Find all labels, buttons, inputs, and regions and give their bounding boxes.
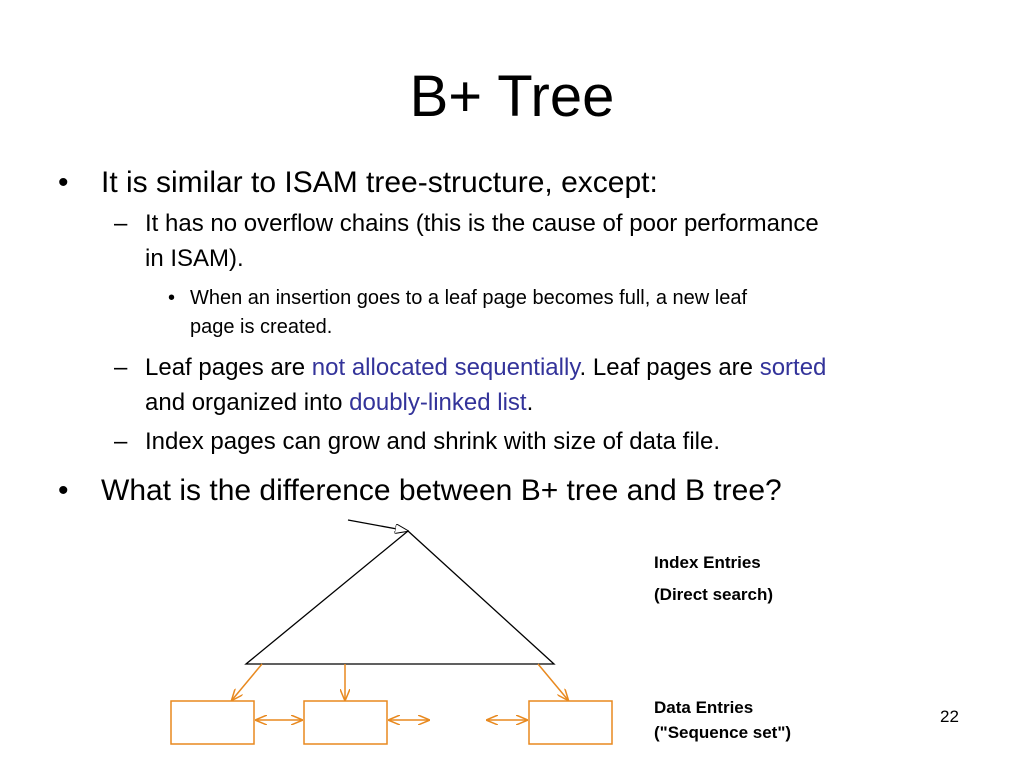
sub-bullet-marker: – xyxy=(114,428,128,455)
leaf-pointer-arrow xyxy=(537,663,568,700)
leaf-page xyxy=(170,700,255,745)
index-tree-triangle xyxy=(244,530,556,665)
text-run: . Leaf pages are xyxy=(579,354,760,381)
leaf-page xyxy=(528,700,613,745)
bullet-text: It is similar to ISAM tree-structure, ex… xyxy=(101,166,658,199)
sub-bullet-marker: – xyxy=(114,210,128,237)
sub-sub-bullet-text: When an insertion goes to a leaf page be… xyxy=(190,287,748,309)
sub-bullet-marker: – xyxy=(114,354,128,381)
sub-sub-bullet-marker: • xyxy=(168,287,176,309)
slide-title: B+ Tree xyxy=(409,64,615,129)
highlighted-text: sorted xyxy=(759,354,827,381)
text-run: Leaf pages are xyxy=(145,354,312,381)
bullet-marker: • xyxy=(58,166,69,199)
sub-bullet-text-continued: in ISAM). xyxy=(145,245,244,272)
leaf-page xyxy=(303,700,388,745)
sub-bullet-text-continued: and organized into doubly-linked list. xyxy=(145,388,533,418)
sub-bullet-text: Leaf pages are not allocated sequentiall… xyxy=(145,353,826,383)
highlighted-text: doubly-linked list xyxy=(349,389,527,416)
bullet-marker: • xyxy=(58,474,69,507)
sub-bullet-text: Index pages can grow and shrink with siz… xyxy=(145,428,720,455)
bullet-text: What is the difference between B+ tree a… xyxy=(101,474,782,507)
sub-bullet-text: It has no overflow chains (this is the c… xyxy=(145,210,819,237)
text-run: . xyxy=(526,389,534,416)
sub-sub-bullet-text-continued: page is created. xyxy=(190,316,333,338)
root-pointer-arrow xyxy=(347,519,408,531)
index-entries-sublabel: (Direct search) xyxy=(654,585,774,604)
data-entries-sublabel: ("Sequence set") xyxy=(654,723,792,742)
highlighted-text: not allocated sequentially xyxy=(311,354,580,381)
index-entries-label: Index Entries xyxy=(654,553,761,572)
leaf-pointer-arrow xyxy=(232,663,263,700)
data-entries-label: Data Entries xyxy=(654,698,754,717)
page-number: 22 xyxy=(940,707,959,726)
text-run: and organized into xyxy=(145,389,350,416)
